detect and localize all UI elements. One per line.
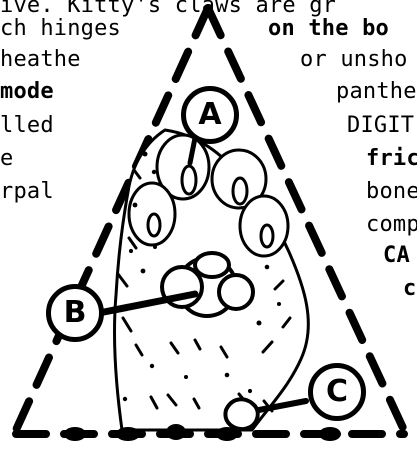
right-text-line-1: on the bo (268, 18, 389, 40)
left-text-line-1: ch hinges (0, 18, 121, 40)
left-text-line-4: lled (0, 115, 54, 137)
claw-top-left (182, 166, 196, 194)
callout-a: A (181, 86, 239, 144)
right-text-line-8: CA (383, 245, 410, 267)
digit-pad-right (219, 275, 253, 309)
top-text-line: ive. Kitty's claws are gr (0, 0, 336, 17)
carpal-pad (225, 399, 257, 429)
right-text-line-7: comp (366, 214, 417, 236)
right-text-line-6: bone (366, 181, 417, 203)
callout-c: C (308, 363, 366, 421)
right-text-line-9: c (403, 278, 416, 300)
left-text-line-6: rpal (0, 181, 54, 203)
left-text-line-2: heathe (0, 49, 81, 71)
right-text-line-5: fric (366, 148, 417, 170)
claw-top-right (233, 178, 247, 204)
right-text-line-3: panthe (336, 81, 417, 103)
right-text-line-4: DIGIT (347, 115, 414, 137)
digit-pad-top (195, 253, 229, 277)
claw-left (148, 214, 160, 236)
callout-c-label: C (326, 377, 348, 407)
callout-b: B (46, 284, 104, 342)
claw-right (261, 225, 273, 247)
paw-drawing (64, 128, 341, 441)
left-text-line-3: mode (0, 81, 54, 103)
callout-a-label: A (198, 100, 221, 130)
left-text-line-5: e (0, 148, 13, 170)
right-text-line-2: or unsho (300, 49, 408, 71)
callout-b-label: B (64, 298, 87, 328)
